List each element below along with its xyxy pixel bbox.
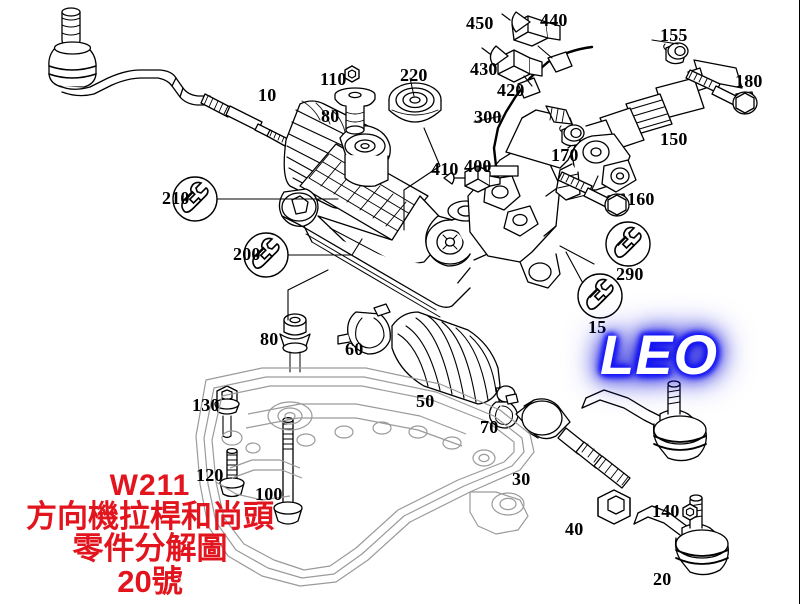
callout-60: 60 [345,339,364,359]
callout-400: 400 [464,156,492,176]
callout-80-lower: 80 [260,329,279,349]
wrench-symbols [172,176,651,319]
callout-170: 170 [551,145,579,165]
caption-model: W211 [109,469,191,502]
caption-line-1: 方向機拉桿和尚頭 [26,499,274,536]
callout-150: 150 [660,129,688,149]
callout-100: 100 [255,484,283,504]
callout-120: 120 [196,465,224,485]
callout-10: 10 [258,85,277,105]
callout-110: 110 [320,69,347,89]
callout-210: 210 [162,188,190,208]
callout-290: 290 [616,264,644,284]
callout-220: 220 [400,65,428,85]
callout-40: 40 [565,519,584,539]
callout-50: 50 [416,391,435,411]
callout-30: 30 [512,469,531,489]
callout-140: 140 [652,501,680,521]
callout-430: 430 [470,59,498,79]
diagram-caption: W211 方向機拉桿和尚頭 零件分解圖 20號 [0,470,300,598]
callout-180: 180 [735,71,763,91]
callout-420: 420 [497,80,525,100]
callout-70: 70 [480,417,499,437]
callout-155: 155 [660,25,688,45]
caption-number: 20 [117,563,152,599]
callout-15: 15 [588,317,607,337]
callout-200: 200 [233,244,261,264]
callout-300: 300 [474,107,502,127]
callout-440: 440 [540,10,568,30]
callout-160: 160 [627,189,655,209]
callout-450: 450 [466,13,494,33]
callout-130: 130 [192,395,220,415]
leo-watermark: LEO [600,323,719,386]
callout-410: 410 [431,159,459,179]
caption-number-suffix: 號 [151,563,183,600]
caption-line-3: 20號 [0,563,300,600]
callout-20: 20 [653,569,672,589]
caption-line-2: 零件分解圖 [72,531,228,568]
callout-80-upper: 80 [321,106,340,126]
